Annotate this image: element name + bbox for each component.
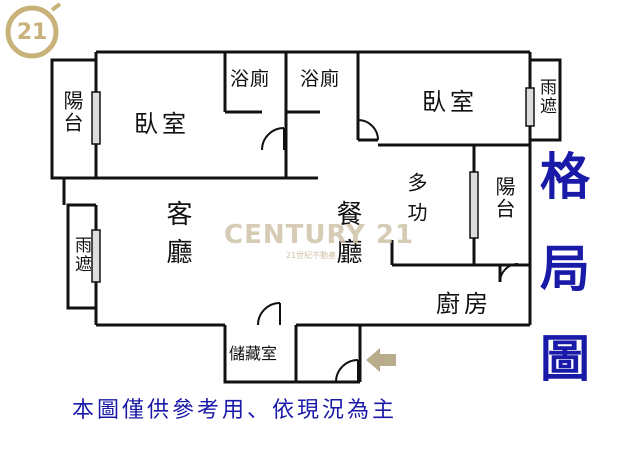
century21-watermark: CENTURY 21 bbox=[224, 220, 415, 250]
storage-room-label: 儲藏室 bbox=[229, 344, 278, 363]
door-swings bbox=[257, 119, 519, 383]
living-room-label: 客廳 bbox=[162, 200, 192, 276]
title-char-3: 圖 bbox=[540, 329, 590, 388]
bath-left-label: 浴廁 bbox=[230, 68, 271, 90]
bedroom-right-label: 臥室 bbox=[422, 88, 478, 116]
century21-watermark-sub: 21世紀不動產 bbox=[286, 251, 337, 260]
logo-text: 21 bbox=[16, 19, 48, 45]
disclaimer-text: 本圖僅供參考用、依現況為主 bbox=[72, 398, 398, 423]
century21-logo-icon bbox=[5, 2, 62, 59]
multi-function-room-label: 多功 bbox=[404, 172, 428, 232]
balcony-left-label: 陽台 bbox=[60, 90, 84, 134]
bath-right-label: 浴廁 bbox=[300, 68, 341, 90]
shelter-right-label: 雨遮 bbox=[536, 78, 556, 116]
entrance-arrow-icon bbox=[366, 348, 396, 372]
title-char-1: 格 bbox=[540, 147, 590, 206]
kitchen-label: 廚房 bbox=[436, 290, 492, 318]
walls bbox=[50, 50, 562, 384]
dining-room-label: 餐廳 bbox=[332, 200, 362, 276]
title-char-2: 局 bbox=[540, 239, 590, 298]
balcony-right-label: 陽台 bbox=[492, 176, 516, 220]
shelter-left-label: 雨遮 bbox=[71, 236, 91, 274]
windows bbox=[91, 87, 535, 283]
bedroom-left-label: 臥室 bbox=[134, 110, 190, 138]
